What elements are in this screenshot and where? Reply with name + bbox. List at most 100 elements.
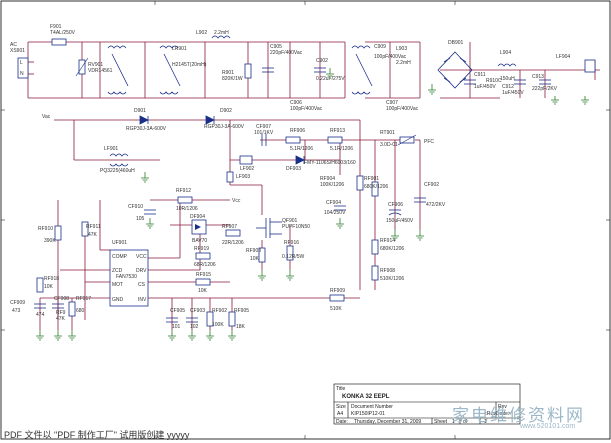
- inductor-l902: [211, 35, 231, 39]
- rf918-label: RF918: [44, 276, 59, 282]
- c912-value: 1uF/450V: [502, 90, 524, 96]
- capacitors-cf904-cf906: [334, 205, 402, 216]
- df903-label: DF903: [286, 166, 301, 172]
- resistor-r901: R901 820K/1W: [222, 63, 252, 82]
- l-pin-label: L: [20, 60, 23, 66]
- cf908-label: CF908: [54, 296, 69, 302]
- rf912-label: RF912: [176, 188, 191, 194]
- rf912-value: 10R/1206: [176, 206, 198, 212]
- capacitor-c902: [314, 67, 326, 73]
- rf911-label: RF911: [86, 224, 101, 230]
- watermark-text: 家电维修资料网: [452, 406, 585, 425]
- rf911-value: 47K: [88, 232, 98, 238]
- c909-label: C909: [374, 44, 386, 50]
- of-label: of: [463, 419, 468, 425]
- pin-zcd: ZCD: [112, 268, 123, 274]
- watermark-url: www.520101.com: [520, 423, 576, 430]
- inductor-lf901: [109, 153, 129, 167]
- sheet-label: Sheet: [434, 419, 448, 425]
- capacitor-cf907: [261, 134, 267, 146]
- rf909-label: RF909: [330, 288, 345, 294]
- rf9xx-value: 47K: [56, 316, 66, 322]
- ac-ref-label: XS901: [10, 48, 25, 54]
- f901-label: F901: [50, 24, 62, 30]
- rf914-value: 680K/1206: [380, 246, 404, 252]
- pin-drv: DRV: [136, 268, 147, 274]
- rf913-label: RF913: [330, 128, 345, 134]
- resistors-rf919-rf903-rf916: [195, 245, 294, 263]
- pin-cs: CS: [138, 282, 146, 288]
- lf904-label: LF904: [556, 54, 570, 60]
- cf903-value: 102: [190, 324, 199, 330]
- ic-uf901: COMP VCC ZCD DRV MOT CS GND INV: [109, 249, 149, 307]
- rf902-label: RF902: [212, 308, 227, 314]
- ac-connector: L N AC XS901: [10, 42, 34, 79]
- rf918-value: 10K: [44, 284, 54, 290]
- pin-mot: MOT: [112, 282, 123, 288]
- rev-value: <RevCode>: [484, 411, 511, 417]
- of-value: 1: [484, 419, 487, 425]
- cf905-label: CF905: [170, 308, 185, 314]
- rf910-value: 390K: [44, 238, 56, 244]
- resistors-rf914-rf908: [371, 239, 379, 281]
- rf908-value: 510K/1206: [380, 276, 404, 282]
- rf907-value: 22R/1206: [222, 240, 244, 246]
- rf917-label: RF917: [76, 296, 91, 302]
- ground-symbols-top: [326, 68, 589, 105]
- capacitor-cf910: [144, 209, 156, 215]
- cf909-label: CF909: [10, 300, 25, 306]
- l904-label: L904: [500, 50, 511, 56]
- mosfet-qf901: [256, 218, 282, 238]
- c902-label: C902: [316, 58, 328, 64]
- fuse-f901: F901 T4AL/250V: [50, 24, 76, 46]
- l902-value: 2.2mH: [214, 30, 229, 36]
- capacitors-output: [464, 79, 551, 85]
- vac-label: Vac: [42, 114, 51, 120]
- lf901-value: PQ3225(460uH: [100, 168, 135, 174]
- lf901-label: LF901: [104, 146, 118, 152]
- c906-label: C906: [290, 100, 302, 106]
- rf915-label: RF915: [196, 272, 211, 278]
- cf908-value: 474: [36, 312, 45, 318]
- df904-value: BAV70: [192, 238, 207, 244]
- rf917-value: 680: [76, 308, 85, 314]
- capacitor-c905: [262, 67, 274, 73]
- r901-label: R901: [222, 70, 234, 76]
- rev-label: Rev: [498, 404, 507, 410]
- l904-value: 150uH: [500, 76, 515, 82]
- rf910-label: RF910: [38, 226, 53, 232]
- cf907-label: CF907: [256, 124, 271, 130]
- rf905-label: RF905: [234, 308, 249, 314]
- d901-label: D901: [134, 108, 146, 114]
- qf901-value: PUPF10N50: [282, 224, 310, 230]
- d902-label: D902: [220, 108, 232, 114]
- rf914-label: RF914: [380, 238, 395, 244]
- cf904-label: CF904: [326, 200, 341, 206]
- c909-value: 100pF/400Vac: [374, 54, 407, 60]
- ground-symbols-pfc: [36, 172, 424, 341]
- lf902-label: LF902: [240, 166, 254, 172]
- pin-comp: COMP: [112, 254, 128, 260]
- rf901-value: 680K/1206: [364, 184, 388, 190]
- lr901-label: LR901: [172, 46, 187, 52]
- resistors-rf906-rf913: [285, 136, 343, 144]
- rf913-value: 5.1R/1206: [330, 146, 353, 152]
- rf901-label: RF901: [364, 176, 379, 182]
- c907-label: C907: [386, 100, 398, 106]
- r901-value: 820K/1W: [222, 76, 243, 82]
- varistor-rv901: RV901 VDR14561: [75, 57, 113, 77]
- cf902-value: 472/2KV: [426, 202, 446, 208]
- uf901-label: UF901: [112, 240, 127, 246]
- title-label: Title: [336, 386, 345, 392]
- cf910-value: 105: [136, 216, 145, 222]
- rf916-label: RF916: [284, 240, 299, 246]
- qf901-label: QF901: [282, 218, 298, 224]
- cf907-value: 101/1KV: [254, 130, 274, 136]
- c913-value: 222pF/2KV: [532, 86, 558, 92]
- c906-value: 100pF/400Vac: [290, 106, 323, 112]
- resistors-rf910-rf911: [54, 221, 89, 241]
- diodes-d901-d902: [139, 115, 215, 125]
- pin-vcc: VCC: [136, 254, 147, 260]
